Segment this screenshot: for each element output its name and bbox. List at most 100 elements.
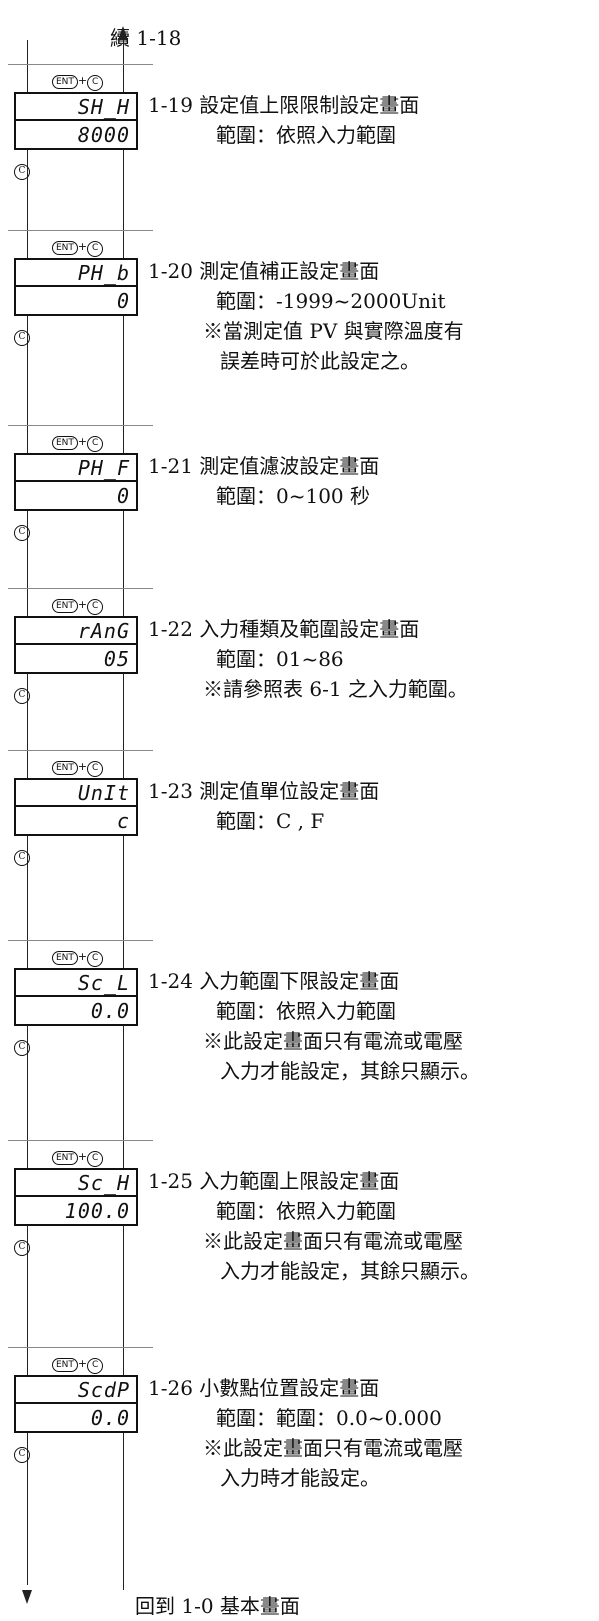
c-key-icon: C [87,1151,104,1167]
step-separator [8,750,153,751]
display-parameter: Sc_L [16,970,136,997]
c-key-icon: C [14,525,30,541]
step-description: 1-21 測定值濾波設定畫面範圍：0~100 秒 [148,451,379,511]
c-key-below: C [14,519,30,541]
step-line: 範圍：C , F [216,809,325,833]
key-combo: ENT+C [52,760,104,777]
plus-sign: + [77,598,88,611]
c-key-icon: C [87,75,104,91]
step-line: 入力才能設定，其餘只顯示。 [220,1059,480,1083]
display-parameter: SH_H [16,94,136,121]
c-key-below: C [14,1441,30,1463]
display-value: 0 [116,484,130,508]
step-line: ※當測定值 PV 與實際溫度有 [203,319,464,343]
step-description: 1-22 入力種類及範圍設定畫面範圍：01~86※請參照表 6-1 之入力範圍。 [148,614,468,704]
step-separator [8,425,153,426]
ent-key-icon: ENT [52,75,78,89]
c-key-below: C [14,844,30,866]
step-title: 1-21 測定值濾波設定畫面 [148,454,380,478]
step-description: 1-20 測定值補正設定畫面範圍：-1999~2000Unit ※當測定值 PV … [148,256,464,376]
step-separator [8,1347,153,1348]
step-title: 1-26 小數點位置設定畫面 [148,1376,380,1400]
step-separator [8,588,153,589]
step-separator [8,64,153,65]
c-key-icon: C [87,436,104,452]
step-description: 1-24 入力範圍下限設定畫面範圍：依照入力範圍※此設定畫面只有電流或電壓入力才… [148,966,480,1086]
step-description: 1-25 入力範圍上限設定畫面範圍：依照入力範圍 ※此設定畫面只有電流或電壓入力才… [148,1166,480,1286]
step-description: 1-26 小數點位置設定畫面範圍：範圍：0.0~0.000※此設定畫面只有電流或… [148,1373,463,1493]
c-key-icon: C [87,241,104,257]
up-arrow-head [118,26,128,40]
ent-key-icon: ENT [52,951,78,965]
step-title: 1-25 入力範圍上限設定畫面 [148,1169,400,1193]
step-title: 1-19 設定值上限限制設定畫面 [148,93,420,117]
ent-key-icon: ENT [52,761,78,775]
display-value: 0.0 [90,999,130,1023]
step-title: 1-22 入力種類及範圍設定畫面 [148,617,420,641]
display-parameter: PH_b [16,260,136,287]
display-parameter: ScdP [16,1377,136,1404]
plus-sign: + [77,435,88,448]
display-parameter: rAnG [16,618,136,645]
key-combo: ENT+C [52,1150,104,1167]
ent-key-icon: ENT [52,241,78,255]
down-arrow-head [22,1590,32,1604]
c-key-icon: C [87,951,104,967]
c-key-icon: C [87,599,104,615]
ent-key-icon: ENT [52,1358,78,1372]
step-description: 1-19 設定值上限限制設定畫面範圍：依照入力範圍 [148,90,419,150]
step-line: 範圍：範圍：0.0~0.000 [216,1406,442,1430]
step-title: 1-24 入力範圍下限設定畫面 [148,969,400,993]
step-line: 範圍：依照入力範圍 [216,123,396,147]
display-parameter: Sc_H [16,1170,136,1197]
step-line: 範圍：0~100 秒 [216,484,371,508]
display-value: 0.0 [90,1406,130,1430]
step-line: ※此設定畫面只有電流或電壓 [203,1229,463,1253]
return-to-main-label: 回到 1-0 基本畫面 [135,1594,300,1618]
c-key-below: C [14,324,30,346]
c-key-icon: C [87,1358,104,1374]
step-line: ※此設定畫面只有電流或電壓 [203,1029,463,1053]
plus-sign: + [77,1150,88,1163]
step-line: 入力才能設定，其餘只顯示。 [220,1259,480,1283]
display-parameter: PH_F [16,455,136,482]
key-combo: ENT+C [52,950,104,967]
plus-sign: + [77,240,88,253]
key-combo: ENT+C [52,1357,104,1374]
plus-sign: + [77,760,88,773]
ent-key-icon: ENT [52,1151,78,1165]
c-key-below: C [14,1234,30,1256]
plus-sign: + [77,74,88,87]
ent-key-icon: ENT [52,599,78,613]
step-line: 範圍：依照入力範圍 [216,1199,396,1223]
display-value: 0 [116,289,130,313]
plus-sign: + [77,950,88,963]
step-line: 範圍：01~86 [216,647,344,671]
key-combo: ENT+C [52,435,104,452]
key-combo: ENT+C [52,74,104,91]
display-value: 05 [103,647,130,671]
step-line: 誤差時可於此設定之。 [220,349,420,373]
display-value: 8000 [77,123,130,147]
key-combo: ENT+C [52,240,104,257]
key-combo: ENT+C [52,598,104,615]
c-key-icon: C [14,1447,30,1463]
c-key-icon: C [14,688,30,704]
step-title: 1-20 測定值補正設定畫面 [148,259,380,283]
c-key-icon: C [14,850,30,866]
c-key-below: C [14,158,30,180]
c-key-icon: C [14,164,30,180]
step-separator [8,230,153,231]
display-value: c [116,809,130,833]
display-value: 100.0 [64,1199,130,1223]
step-line: 範圍：-1999~2000Unit [216,289,446,313]
step-separator [8,940,153,941]
